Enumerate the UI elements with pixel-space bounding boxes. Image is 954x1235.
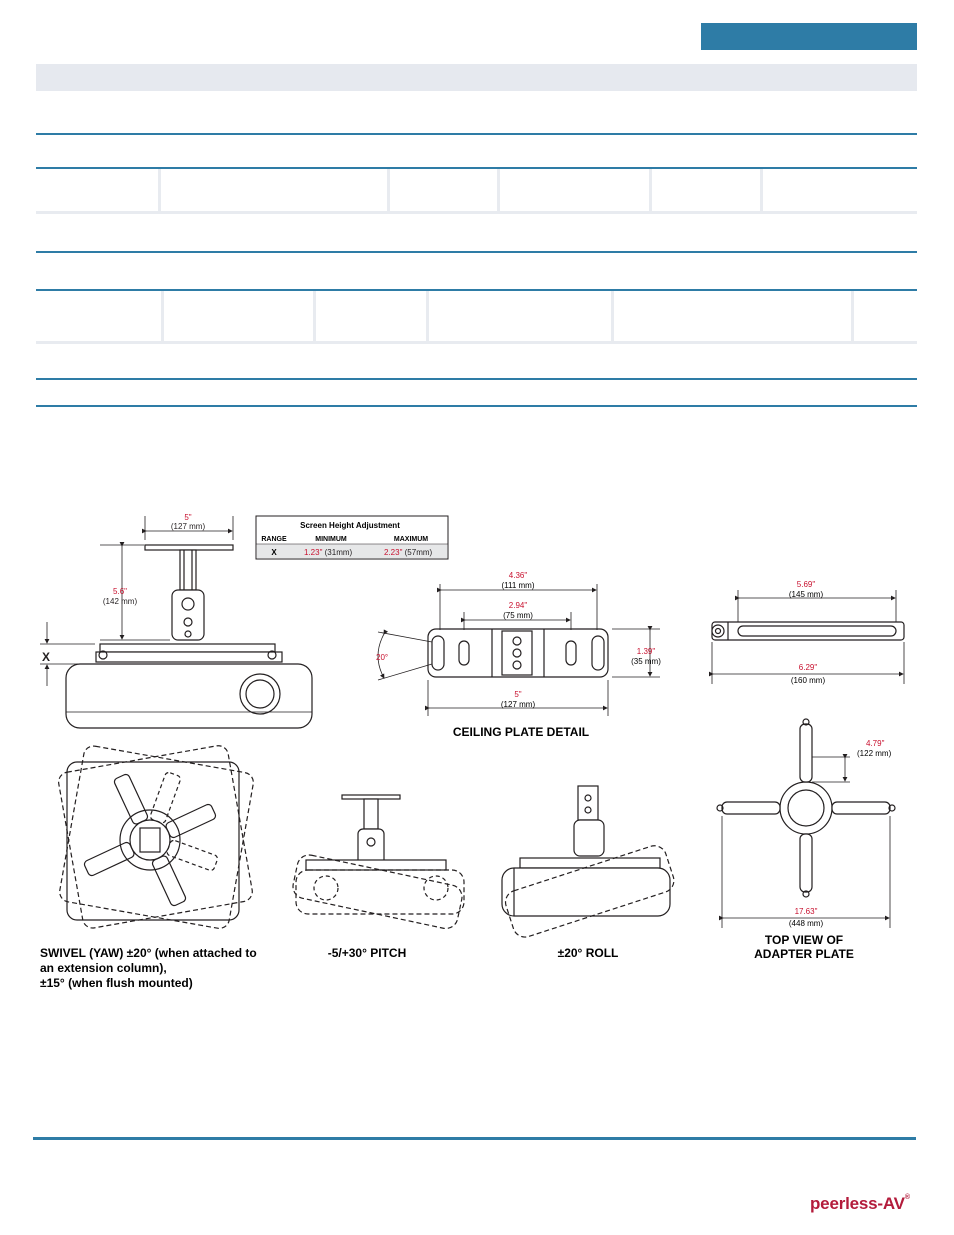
dim-adapter-arm-in: 4.79" [866, 739, 885, 748]
caption-swivel-line1: SWIVEL (YAW) ±20° (when attached to [40, 946, 257, 960]
ceiling-plate-drawing [427, 628, 609, 678]
table-column-divider [161, 291, 164, 342]
footer-rule [33, 1137, 916, 1140]
table-column-divider [760, 169, 763, 212]
table-cell-min: 1.23" (31mm) [304, 548, 353, 557]
header-tab-block [701, 23, 917, 50]
caption-swivel-line3: ±15° (when flush mounted) [40, 976, 193, 990]
section-rule [36, 378, 917, 380]
table-cell-max: 2.23" (57mm) [384, 548, 433, 557]
dim-plate-angle: 20° [376, 653, 388, 662]
dim-arm-slot-mm: (145 mm) [789, 590, 824, 599]
pitch-drawing [292, 794, 465, 930]
dim-side-height-in: 5.6" [113, 587, 127, 596]
table-row-rule [36, 211, 917, 214]
section-rule [36, 405, 917, 407]
swivel-drawing [58, 745, 254, 929]
caption-top-view-line1: TOP VIEW OF [765, 933, 843, 947]
table-header-maximum: MAXIMUM [394, 536, 428, 543]
dim-adapter-span-mm: (448 mm) [789, 919, 824, 928]
dim-plate-height-mm: (35 mm) [631, 657, 661, 666]
dim-plate-outer-in: 4.36" [509, 571, 528, 580]
adapter-arm-drawing [711, 621, 905, 641]
table-column-divider [649, 169, 652, 212]
table-column-divider [497, 169, 500, 212]
table-column-divider [387, 169, 390, 212]
table-header-minimum: MINIMUM [315, 536, 347, 543]
dim-side-top-in: 5" [184, 513, 191, 522]
table-column-divider [611, 291, 614, 342]
dim-side-height-mm: (142 mm) [103, 597, 138, 606]
dim-adapter-span-in: 17.63" [795, 907, 818, 916]
dim-adapter-arm-mm: (122 mm) [857, 749, 892, 758]
dim-arm-slot-in: 5.69" [797, 580, 816, 589]
side-view-drawing [65, 544, 313, 729]
caption-top-view-line2: ADAPTER PLATE [754, 947, 854, 961]
table-column-divider [426, 291, 429, 342]
dim-plate-outer-mm: (111 mm) [501, 581, 534, 590]
table-header-range: RANGE [261, 536, 287, 543]
table-column-divider [313, 291, 316, 342]
dim-plate-height-in: 1.39" [637, 647, 656, 656]
dim-arm-total-mm: (160 mm) [791, 676, 826, 685]
section-rule [36, 289, 917, 291]
dim-plate-inner-in: 2.94" [509, 601, 528, 610]
peerless-av-logo: peerless-AV® [810, 1194, 910, 1213]
x-range-label: X [42, 650, 50, 664]
screen-height-table: Screen Height Adjustment RANGE MINIMUM M… [255, 515, 449, 560]
dim-plate-total-in: 5" [514, 690, 521, 699]
caption-ceiling-plate: CEILING PLATE DETAIL [453, 725, 589, 739]
dim-plate-total-mm: (127 mm) [501, 700, 536, 709]
technical-drawings: 5" (127 mm) 5.6" (142 mm) X Screen Heigh… [40, 513, 905, 990]
dim-plate-inner-mm: (75 mm) [503, 611, 533, 620]
caption-roll: ±20° ROLL [558, 946, 619, 960]
dim-side-top-mm: (127 mm) [171, 522, 206, 531]
section-rule [36, 133, 917, 135]
section-rule [36, 167, 917, 169]
caption-swivel-line2: an extension column), [40, 961, 167, 975]
table-cell-range: X [271, 548, 277, 557]
table-row-rule [36, 341, 917, 344]
section-rule [36, 251, 917, 253]
caption-pitch: -5/+30° PITCH [328, 946, 407, 960]
table-column-divider [158, 169, 161, 212]
table-title: Screen Height Adjustment [300, 521, 400, 530]
adapter-plate-top-drawing [716, 718, 896, 898]
table-column-divider [851, 291, 854, 342]
header-band [36, 64, 917, 91]
dim-arm-total-in: 6.29" [799, 663, 818, 672]
roll-drawing [501, 785, 675, 938]
